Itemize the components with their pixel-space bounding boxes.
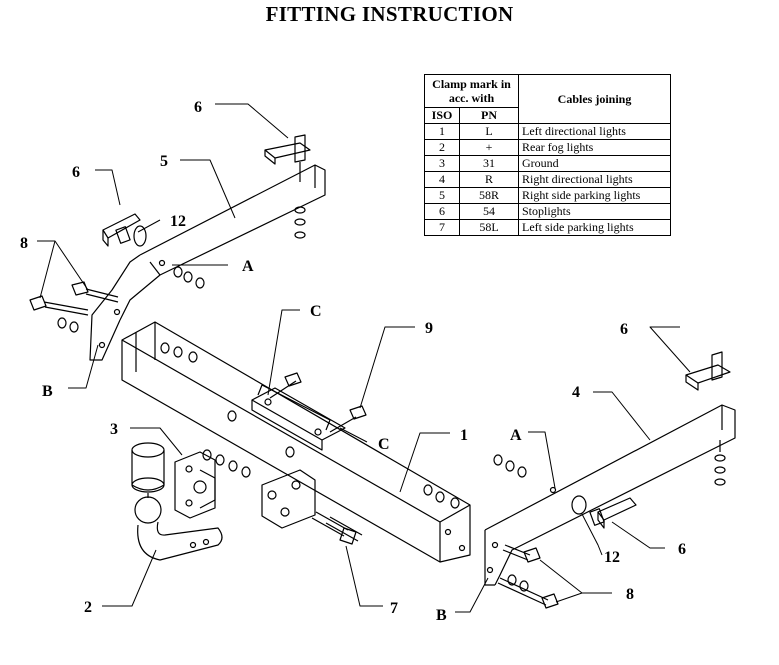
center-bracket <box>261 469 316 529</box>
callout-point-c-top: C <box>310 303 322 320</box>
bracket-6-right <box>685 351 731 486</box>
desc-cell: Left side parking lights <box>518 219 671 236</box>
callout-part-1: 1 <box>460 427 468 444</box>
bracket-6-left <box>102 213 147 247</box>
callout-part-3: 3 <box>110 421 118 438</box>
drawing-lines <box>29 103 736 613</box>
callout-part-12-left: 12 <box>170 213 186 230</box>
page-title: FITTING INSTRUCTION <box>265 2 514 26</box>
desc-cell: Ground <box>518 155 671 172</box>
callout-part-8-right: 8 <box>626 586 634 603</box>
callout-part-6-right-bottom: 6 <box>678 541 686 558</box>
desc-cell: Right directional lights <box>518 171 671 188</box>
callout-labels: 6 5 6 12 8 A B C 9 6 4 3 C 1 A 12 6 2 7 … <box>20 99 686 624</box>
callout-part-6-left: 6 <box>72 164 80 181</box>
pn-cell: 31 <box>459 155 519 172</box>
callout-part-9: 9 <box>425 320 433 337</box>
callout-point-c-mid: C <box>378 436 390 453</box>
bolts-8-left <box>29 266 205 333</box>
mounting-plate-3 <box>174 449 251 519</box>
side-arm-5 <box>89 164 326 361</box>
pn-cell: 54 <box>459 203 519 220</box>
side-arm-4 <box>484 404 736 586</box>
tow-ball-2 <box>131 442 223 561</box>
callout-part-2: 2 <box>84 599 92 616</box>
clamp-header: Clamp mark in acc. with <box>424 74 519 108</box>
bracket-6-right-bottom <box>571 495 637 529</box>
bolts-8-right <box>497 544 559 609</box>
table-header-row: Clamp mark in acc. with Cables joining <box>424 74 671 124</box>
callout-part-6-top: 6 <box>194 99 202 116</box>
iso-cell: 7 <box>424 219 460 236</box>
callout-part-7: 7 <box>390 600 398 617</box>
clamp-plate-c <box>227 372 367 458</box>
callout-point-a-right: A <box>510 427 522 444</box>
leader-lines <box>37 103 691 613</box>
callout-part-6-right: 6 <box>620 321 628 338</box>
callout-part-8-left: 8 <box>20 235 28 252</box>
pn-cell: 58L <box>459 219 519 236</box>
bolts-7 <box>311 511 363 545</box>
callout-part-4: 4 <box>572 384 580 401</box>
callout-point-b-left: B <box>42 383 53 400</box>
desc-cell: Stoplights <box>518 203 671 220</box>
main-crossbar-1 <box>121 321 471 563</box>
callout-point-b-right: B <box>436 607 447 624</box>
cables-header: Cables joining <box>518 74 671 124</box>
clamp-table: Clamp mark in acc. with Cables joining I… <box>424 74 671 236</box>
pn-header: PN <box>459 107 519 124</box>
bracket-6-top <box>264 134 311 239</box>
callout-point-a-left: A <box>242 258 254 275</box>
callout-part-5: 5 <box>160 153 168 170</box>
desc-cell: Right side parking lights <box>518 187 671 204</box>
callout-part-12-right: 12 <box>604 549 620 566</box>
